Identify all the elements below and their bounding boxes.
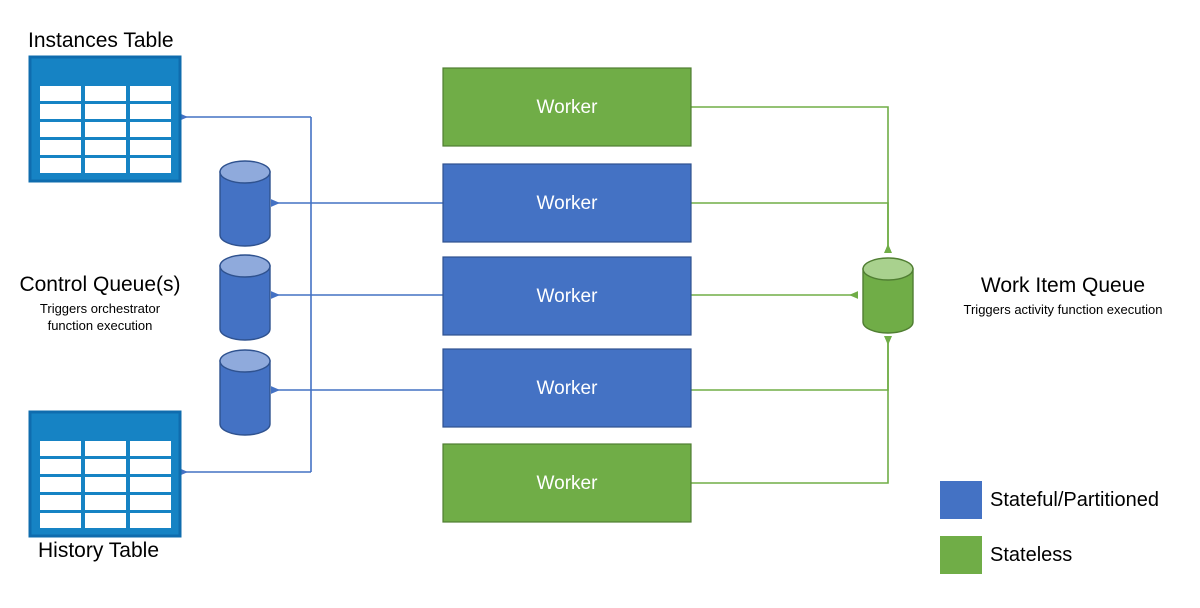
work-item-queue-sublabel: Triggers activity function execution [963,302,1163,317]
worker-box-5[interactable] [442,443,692,523]
control-queues-label: Control Queue(s) [19,273,181,296]
control-queue-cylinder-2 [219,254,271,341]
history-table-label: History Table [38,539,159,562]
green-arrow-worker5-to-queue [691,336,892,484]
blue-connectors [179,113,443,476]
control-queue-cylinder-3 [219,349,271,436]
legend-swatch-stateful [940,481,982,519]
work-item-queue-label: Work Item Queue [980,274,1146,297]
work-item-queue-cylinder [862,257,914,334]
green-arrow-worker4-to-queue [691,336,892,391]
instances-table-graphic [28,55,182,183]
green-arrow-worker1-to-queue [691,106,892,253]
instances-table-label: Instances Table [28,29,174,52]
green-connectors [691,106,892,484]
worker-box-1[interactable] [442,67,692,147]
legend-swatch-stateless [940,536,982,574]
worker-box-2[interactable] [442,163,692,243]
control-queue-cylinder-1 [219,160,271,247]
legend-label-stateless: Stateless [990,544,1073,566]
legend-label-stateful: Stateful/Partitioned [990,489,1159,511]
green-arrow-worker2-to-queue [691,202,892,253]
control-queues-sublabel-line1: Triggers orchestrator [39,301,161,316]
worker-box-4[interactable] [442,348,692,428]
history-table-graphic [28,410,182,538]
control-queues-sublabel-line2: function execution [47,318,153,333]
worker-box-3[interactable] [442,256,692,336]
